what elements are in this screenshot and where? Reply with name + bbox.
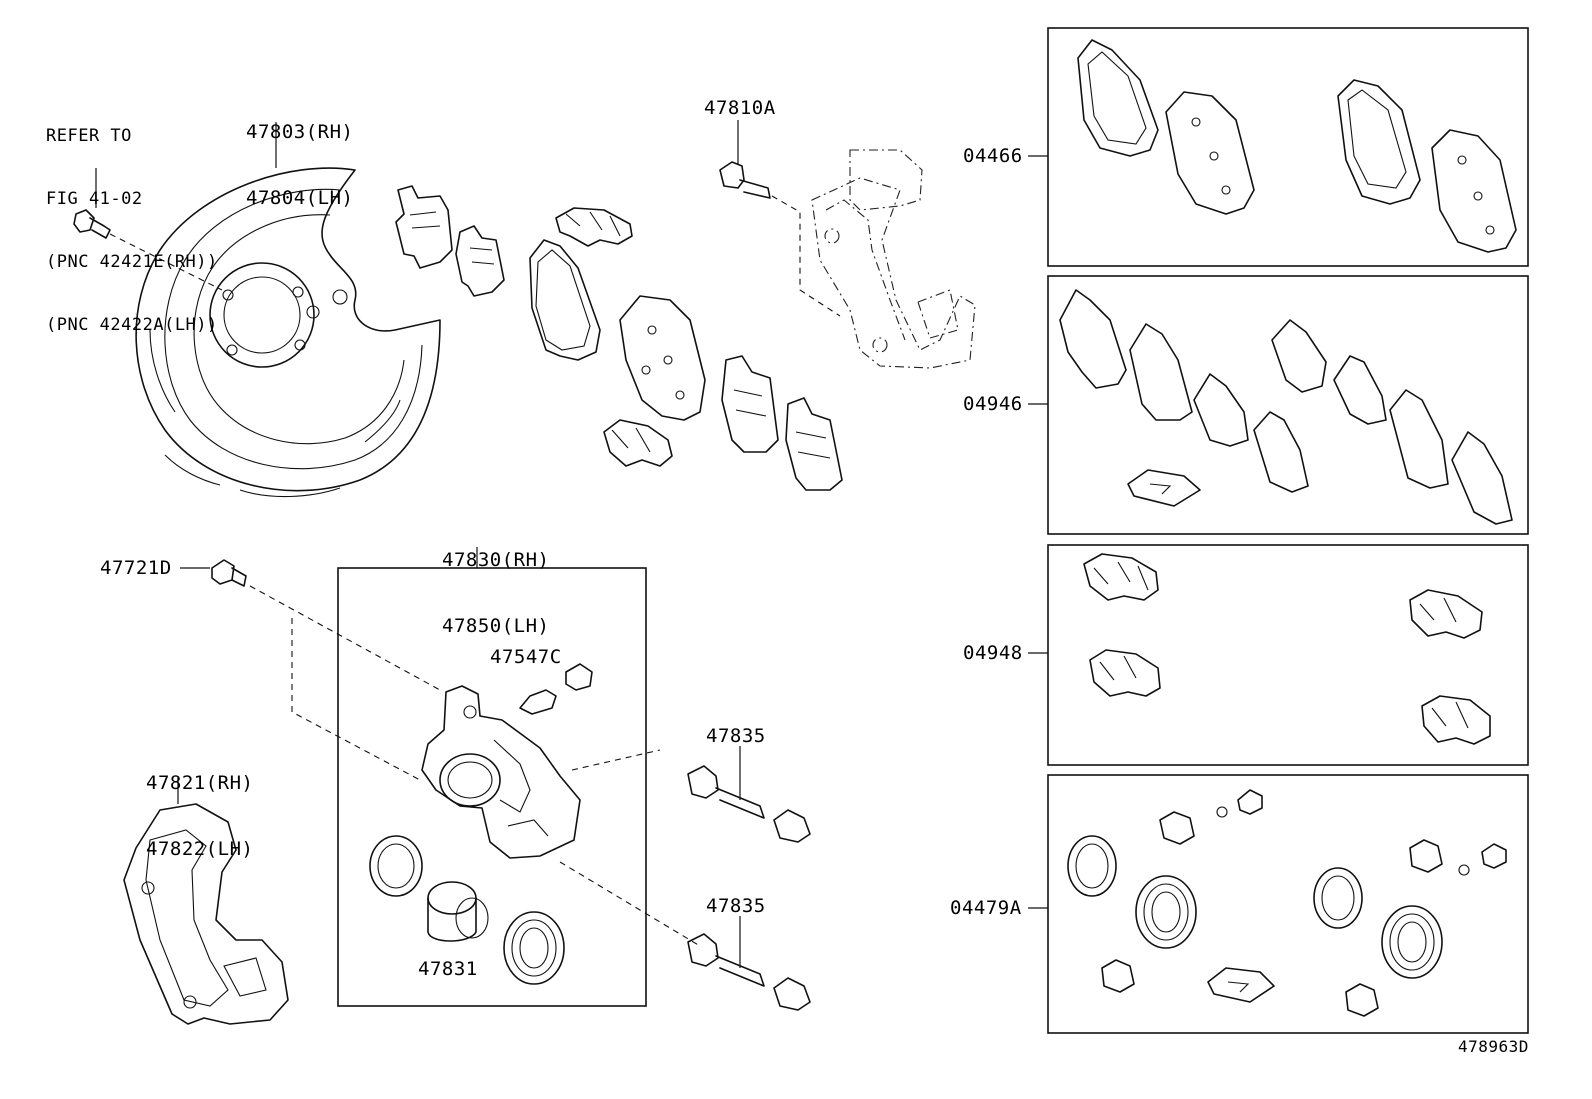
label-caliper-assembly: 47830(RH) 47850(LH) bbox=[442, 505, 549, 681]
refer-note-line-3: (PNC 42421E(RH)) bbox=[46, 252, 218, 272]
slide-pin-upper-drawing bbox=[571, 746, 811, 843]
kit-box-04946 bbox=[1047, 275, 1529, 535]
refer-note-line-4: (PNC 42422A(LH)) bbox=[46, 315, 218, 335]
label-bleeder-cap: 47547C bbox=[490, 646, 562, 668]
kit-box-04466 bbox=[1047, 27, 1529, 267]
label-mounting-bracket-lh: 47822(LH) bbox=[146, 838, 254, 860]
label-slide-pin-upper: 47835 bbox=[706, 725, 766, 747]
kit-box-04948 bbox=[1047, 544, 1529, 766]
refer-note: REFER TO FIG 41-02 (PNC 42421E(RH)) (PNC… bbox=[46, 84, 218, 378]
caliper-body-drawing bbox=[421, 685, 581, 859]
slide-pin-lower-drawing bbox=[559, 861, 811, 1011]
kit-box-04479A bbox=[1047, 774, 1529, 1034]
caliper-assembly-box bbox=[337, 567, 647, 1007]
upper-clips-drawing bbox=[555, 207, 633, 247]
refer-note-line-2: FIG 41-02 bbox=[46, 189, 143, 209]
label-kit-04479A: 04479A bbox=[950, 897, 1022, 919]
cylinder-kit-drawing bbox=[1067, 789, 1507, 1017]
label-mounting-bracket-rh: 47821(RH) bbox=[146, 772, 254, 794]
label-caliper-rh: 47830(RH) bbox=[442, 549, 550, 571]
center-pads-drawing bbox=[529, 239, 706, 421]
label-caliper-lh: 47850(LH) bbox=[442, 615, 550, 637]
label-backing-plate: 47803(RH) 47804(LH) bbox=[246, 77, 353, 253]
backing-plate-drawing bbox=[135, 167, 441, 498]
piston-boot-drawing bbox=[503, 911, 565, 985]
piston-drawing bbox=[427, 881, 489, 942]
label-kit-04466: 04466 bbox=[963, 145, 1023, 167]
bleeder-screw-drawing bbox=[519, 663, 593, 715]
lower-shims-drawing bbox=[721, 355, 843, 491]
lower-clips-drawing bbox=[603, 419, 673, 467]
pad-kit-drawing bbox=[1077, 39, 1517, 253]
label-mounting-bracket: 47821(RH) 47822(LH) bbox=[146, 728, 253, 904]
figure-id: 478963D bbox=[1458, 1037, 1529, 1056]
piston-seal-drawing bbox=[369, 835, 423, 897]
guide-bolt-drawing bbox=[719, 120, 841, 317]
label-bleeder-plug: 47721D bbox=[100, 557, 172, 579]
mounting-bracket-drawing bbox=[123, 778, 289, 1025]
fitting-kit-drawing bbox=[1083, 553, 1491, 745]
label-piston: 47831 bbox=[418, 958, 478, 980]
upper-shims-drawing bbox=[395, 185, 505, 297]
refer-note-line-1: REFER TO bbox=[46, 126, 132, 146]
shim-kit-drawing bbox=[1059, 289, 1513, 525]
label-kit-04948: 04948 bbox=[963, 642, 1023, 664]
label-backing-plate-lh: 47804(LH) bbox=[246, 187, 354, 209]
label-backing-plate-rh: 47803(RH) bbox=[246, 121, 354, 143]
label-slide-pin-lower: 47835 bbox=[706, 895, 766, 917]
bleeder-plug-drawing bbox=[180, 559, 441, 781]
phantom-bracket-drawing bbox=[811, 149, 976, 369]
label-kit-04946: 04946 bbox=[963, 393, 1023, 415]
label-guide-pin-bolt: 47810A bbox=[704, 97, 776, 119]
backing-plate-bolt-drawing bbox=[73, 168, 223, 291]
